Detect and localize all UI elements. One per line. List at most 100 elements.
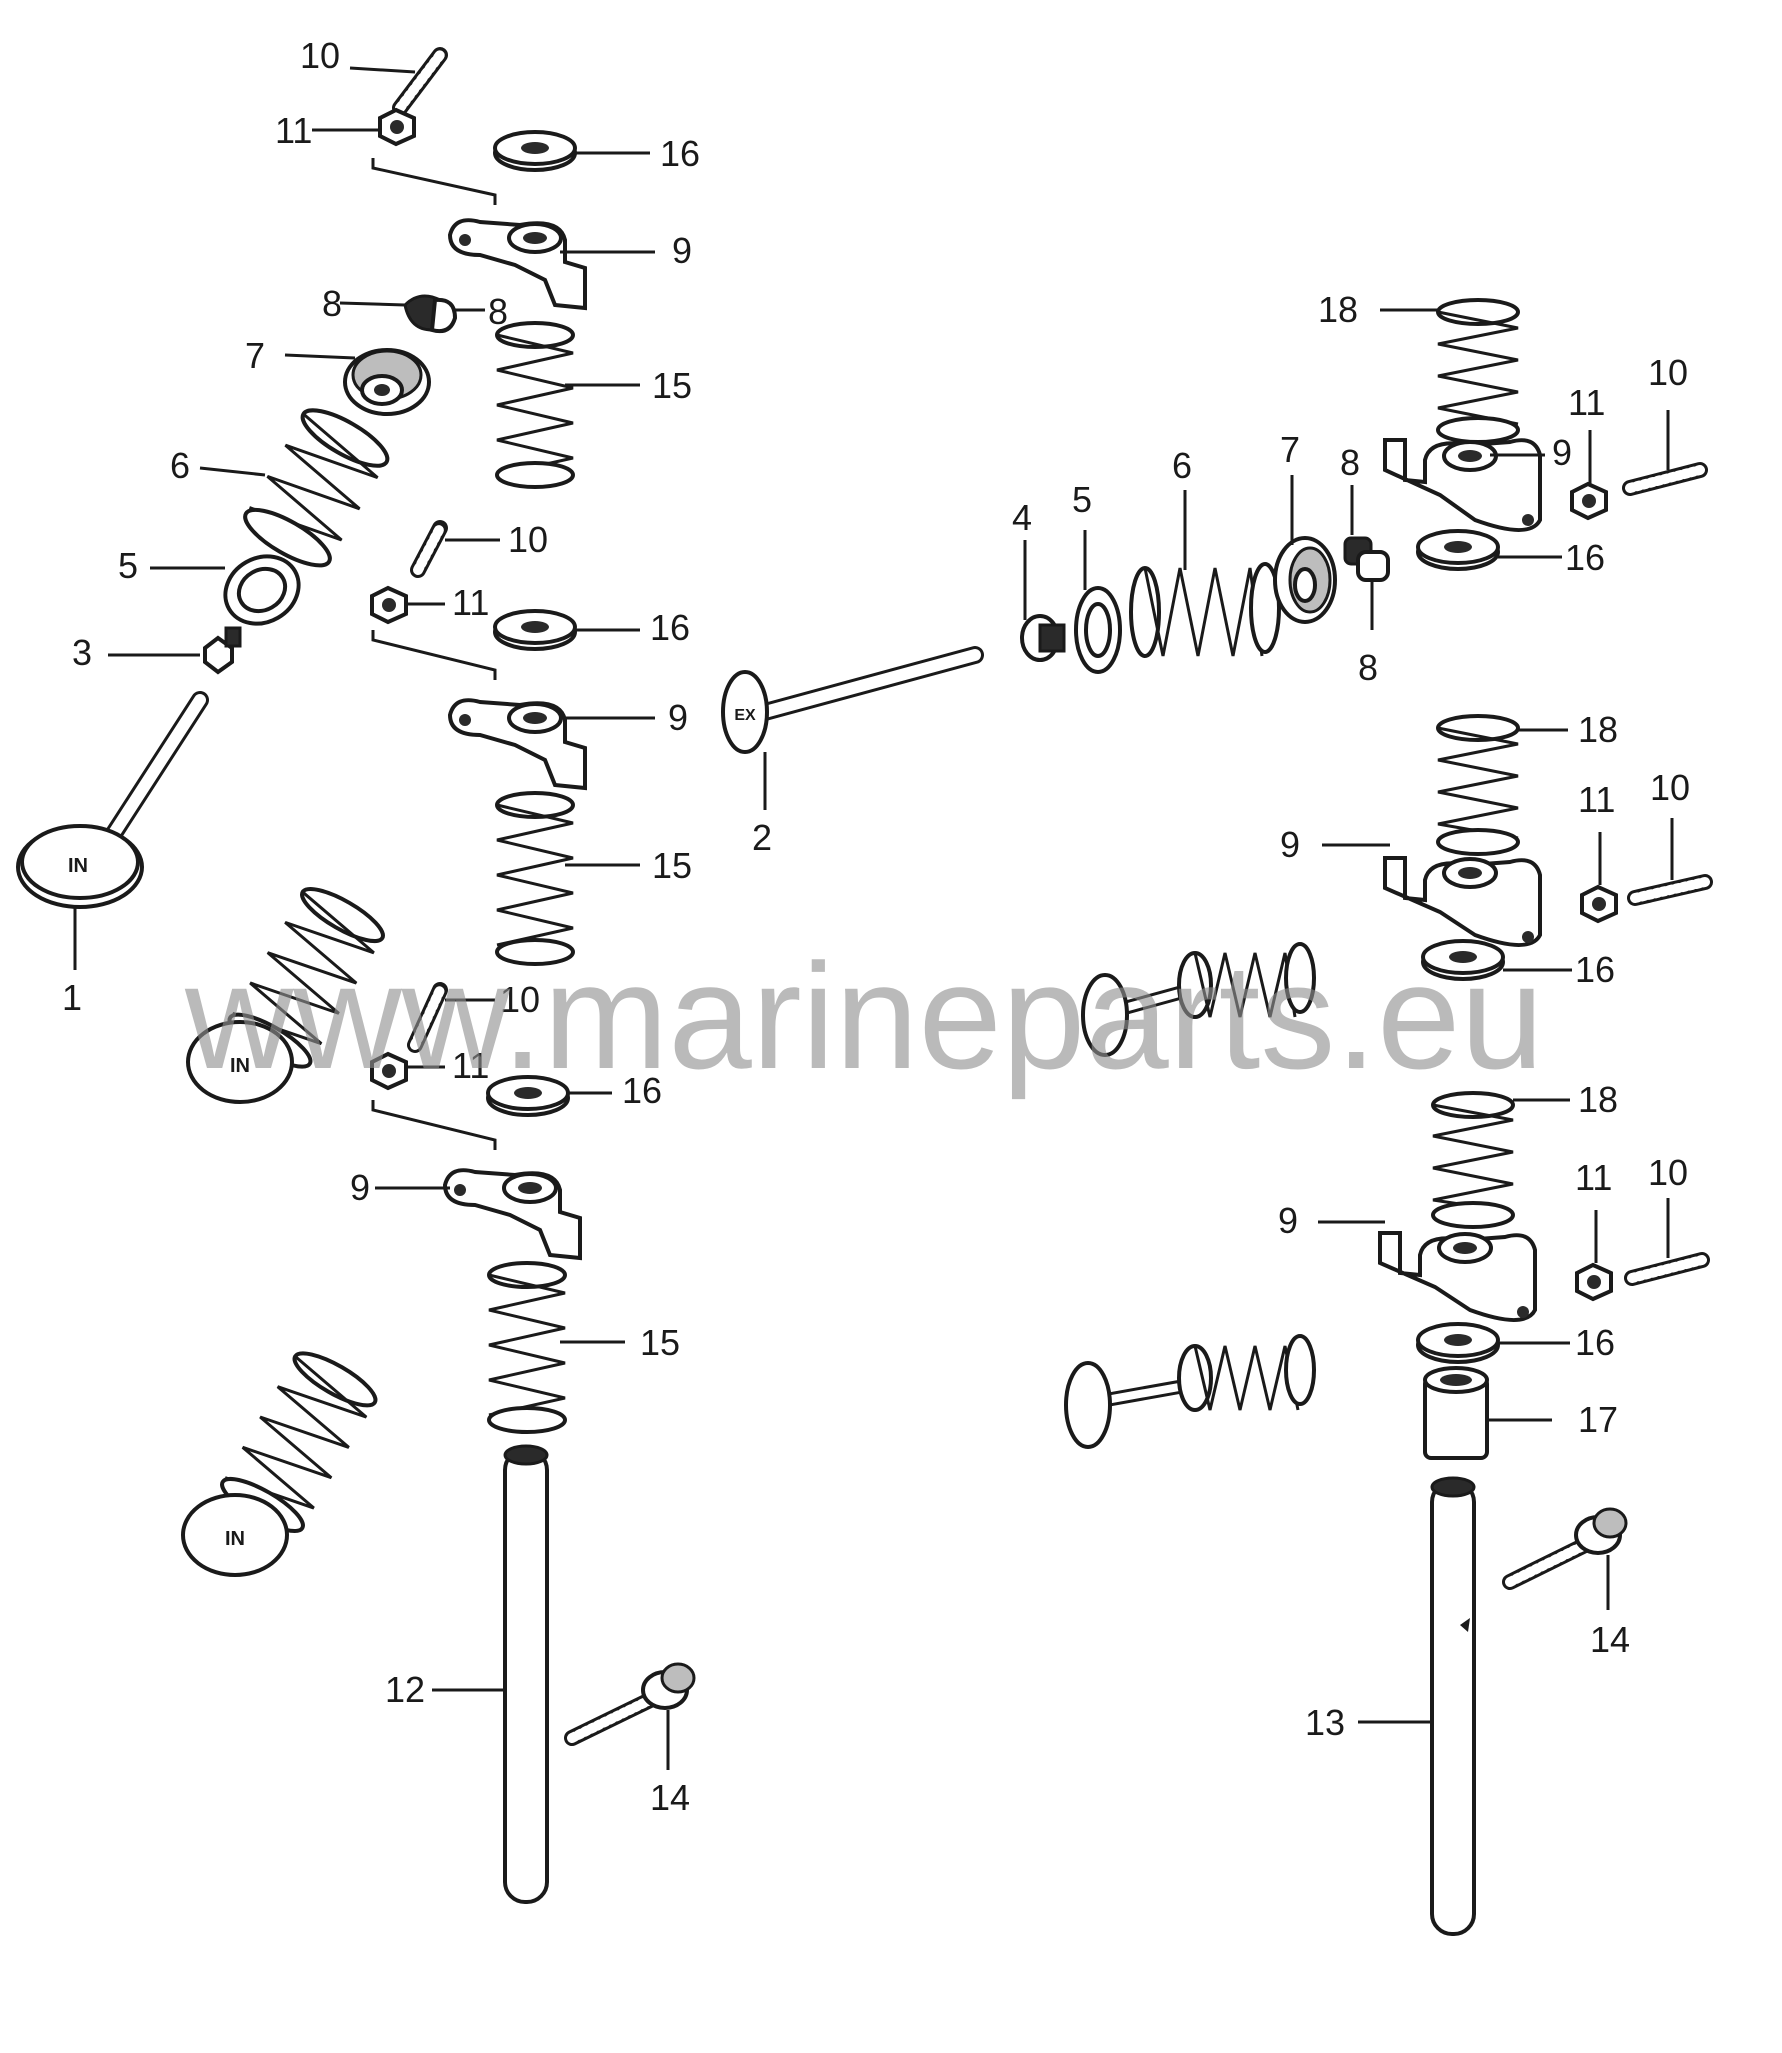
callout-9: 9	[672, 230, 692, 271]
spring-seat-5-a	[223, 554, 301, 626]
washer-16-c	[486, 1075, 570, 1117]
callout-15: 15	[652, 845, 692, 886]
assembly-bracket-b	[371, 630, 497, 680]
assembled-intake-valve-b: IN	[181, 1351, 378, 1577]
callout-18: 18	[1318, 289, 1358, 330]
callout-16: 16	[660, 133, 700, 174]
valve-face-mark: IN	[230, 1055, 250, 1077]
callout-15: 15	[652, 365, 692, 406]
callout-1: 1	[62, 977, 82, 1018]
callout-7: 7	[245, 335, 265, 376]
washer-16-b	[493, 609, 577, 651]
valve-face-mark: IN	[68, 855, 88, 877]
rocker-arm-9-e	[1383, 856, 1542, 947]
washer-16-a	[493, 130, 577, 172]
callout-9: 9	[1552, 432, 1572, 473]
valve-keepers-8-b	[1343, 536, 1390, 582]
callout-8: 8	[322, 283, 342, 324]
callout-8: 8	[1358, 647, 1378, 688]
assembled-exhaust-valve-b	[1064, 1334, 1316, 1449]
assembled-exhaust-valve-a	[1081, 942, 1316, 1057]
rocker-arm-9-b	[447, 698, 587, 791]
spring-15-c	[487, 1261, 567, 1434]
callout-10: 10	[1650, 767, 1690, 808]
stud-10-mid-right	[1627, 874, 1713, 906]
adjusting-screw-14-a	[564, 1662, 696, 1746]
valve-face-mark: EX	[734, 707, 756, 724]
assembly-bracket-c	[371, 1100, 497, 1150]
callout-5: 5	[1072, 479, 1092, 520]
watermark: www.marineparts.eu	[184, 932, 1544, 1100]
callout-8: 8	[1340, 442, 1360, 483]
stud-10-low-right	[1624, 1252, 1710, 1286]
washer-16-d	[1416, 529, 1500, 571]
spring-15-b	[495, 791, 575, 966]
leader-10a	[349, 66, 416, 74]
rocker-arm-9-a	[447, 218, 587, 311]
callout-5: 5	[118, 545, 138, 586]
stud-10-top-right	[1622, 462, 1708, 496]
callout-16: 16	[622, 1070, 662, 1111]
callout-10: 10	[300, 35, 340, 76]
valve-spring-6-a	[243, 408, 390, 568]
spring-18-c	[1431, 1091, 1515, 1229]
spring-seat-5-b	[1074, 586, 1122, 674]
washer-16-e	[1421, 939, 1505, 981]
assembled-intake-valve-a: IN	[186, 887, 385, 1104]
nut-11-top-right	[1570, 481, 1608, 521]
valve-seal-4	[1020, 614, 1066, 662]
callout-16: 16	[1565, 537, 1605, 578]
callout-2: 2	[752, 817, 772, 858]
spring-retainer-7-a	[343, 348, 431, 416]
callout-10: 10	[500, 979, 540, 1020]
valve-spring-6-b	[1129, 562, 1281, 658]
callout-17: 17	[1578, 1399, 1618, 1440]
assembly-bracket-a	[371, 158, 497, 205]
nut-11-low-right	[1575, 1262, 1613, 1302]
callout-18: 18	[1578, 709, 1618, 750]
callout-3: 3	[72, 632, 92, 673]
washer-16-f	[1416, 1322, 1500, 1364]
callout-15: 15	[640, 1322, 680, 1363]
tappet-17	[1423, 1366, 1489, 1460]
callout-16: 16	[1575, 1322, 1615, 1363]
intake-valve-1: IN	[16, 691, 209, 909]
callout-6: 6	[170, 445, 190, 486]
callout-9: 9	[668, 697, 688, 738]
adjusting-screw-14-b	[1502, 1507, 1628, 1590]
callout-16: 16	[1575, 949, 1615, 990]
callout-13: 13	[1305, 1702, 1345, 1743]
callout-10: 10	[508, 519, 548, 560]
callout-11: 11	[452, 582, 489, 623]
nut-11-mid-right	[1580, 884, 1618, 924]
callout-14: 14	[1590, 1619, 1630, 1660]
callout-10: 10	[1648, 352, 1688, 393]
callout-12: 12	[385, 1669, 425, 1710]
valve-keepers-8-a	[403, 294, 458, 334]
spring-18-a	[1436, 298, 1520, 444]
stud-10-low-left	[407, 982, 448, 1053]
callout-9: 9	[1280, 824, 1300, 865]
callout-4: 4	[1012, 497, 1032, 538]
callout-11: 11	[1575, 1157, 1612, 1198]
callout-11: 11	[275, 110, 312, 151]
nut-11-mid-left	[370, 585, 408, 625]
rocker-arm-9-f	[1378, 1231, 1537, 1322]
callout-8: 8	[488, 291, 508, 332]
leader-6a	[199, 466, 266, 477]
callout-11: 11	[452, 1045, 489, 1086]
stud-10-mid-left	[410, 520, 448, 578]
stud-10-top-left	[392, 47, 448, 116]
nut-11-low-left	[370, 1051, 408, 1091]
callout-10: 10	[1648, 1152, 1688, 1193]
callout-9: 9	[350, 1167, 370, 1208]
rocker-arm-9-c	[442, 1168, 582, 1261]
nut-11-top-left	[378, 107, 416, 147]
callout-18: 18	[1578, 1079, 1618, 1120]
push-rod-12	[503, 1444, 549, 1904]
callout-16: 16	[650, 607, 690, 648]
callout-11: 11	[1578, 779, 1615, 820]
callout-9: 9	[1278, 1200, 1298, 1241]
